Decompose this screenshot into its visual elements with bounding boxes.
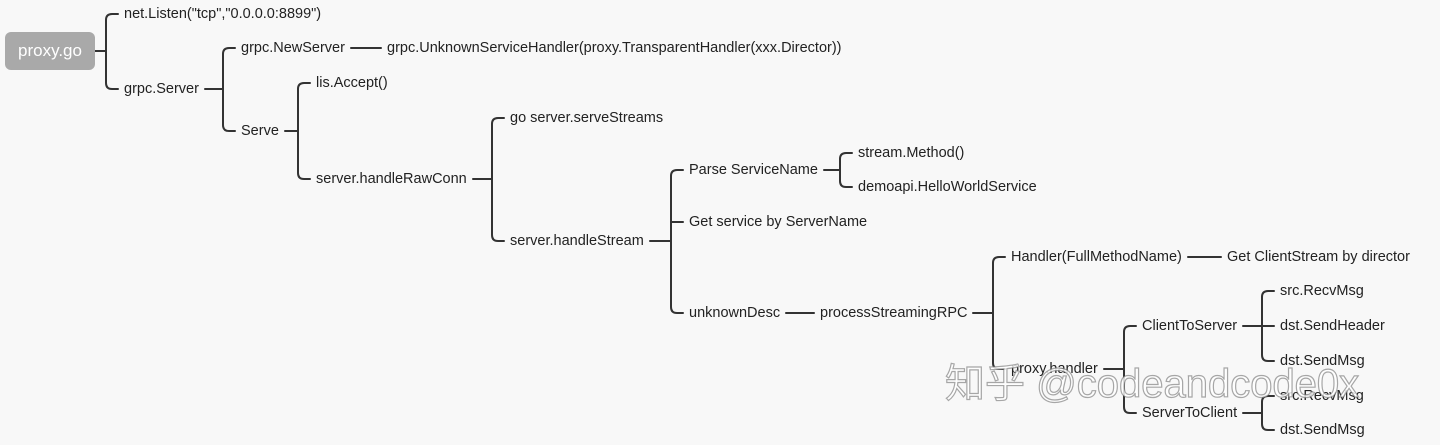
node-process-streaming-rpc: processStreamingRPC xyxy=(820,305,968,321)
node-handle-raw-conn: server.handleRawConn xyxy=(316,171,467,187)
connector xyxy=(105,13,119,90)
node-grpc-newserver: grpc.NewServer xyxy=(241,40,345,56)
node-stc-dst-sendmsg: dst.SendMsg xyxy=(1280,422,1365,438)
connector xyxy=(297,82,311,180)
node-handler-full-method-name: Handler(FullMethodName) xyxy=(1011,249,1182,265)
connector xyxy=(1261,395,1275,431)
node-get-service-by-server-name: Get service by ServerName xyxy=(689,214,868,230)
node-grpc-server: grpc.Server xyxy=(124,81,199,97)
node-proxy-handler: proxy.handler xyxy=(1011,361,1098,377)
connector xyxy=(1123,325,1137,414)
connector xyxy=(992,256,1006,370)
node-get-client-stream: Get ClientStream by director xyxy=(1227,249,1410,265)
node-hello-world-service: demoapi.HelloWorldService xyxy=(858,179,1037,195)
node-lis-accept: lis.Accept() xyxy=(316,75,388,91)
connector xyxy=(491,117,505,242)
node-serve-streams: go server.serveStreams xyxy=(510,110,664,126)
node-serve: Serve xyxy=(241,123,279,139)
root-node-proxy-go: proxy.go xyxy=(5,32,95,70)
node-cts-dst-sendheader: dst.SendHeader xyxy=(1280,318,1385,334)
node-server-to-client: ServerToClient xyxy=(1142,405,1238,421)
node-parse-service-name: Parse ServiceName xyxy=(689,162,818,178)
node-cts-dst-sendmsg: dst.SendMsg xyxy=(1280,353,1365,369)
node-stream-method: stream.Method() xyxy=(858,145,965,161)
connector xyxy=(839,152,853,188)
connector xyxy=(222,47,236,132)
node-handle-stream: server.handleStream xyxy=(510,233,644,249)
node-cts-src-recvmsg: src.RecvMsg xyxy=(1280,283,1364,299)
node-client-to-server: ClientToServer xyxy=(1142,318,1238,334)
node-unknown-desc: unknownDesc xyxy=(689,305,781,321)
node-unknown-service-handler: grpc.UnknownServiceHandler(proxy.Transpa… xyxy=(387,40,842,56)
node-stc-src-recvmsg: src.RecvMsg xyxy=(1280,388,1364,404)
connector xyxy=(670,169,684,314)
node-net-listen: net.Listen("tcp","0.0.0.0:8899") xyxy=(124,6,322,22)
